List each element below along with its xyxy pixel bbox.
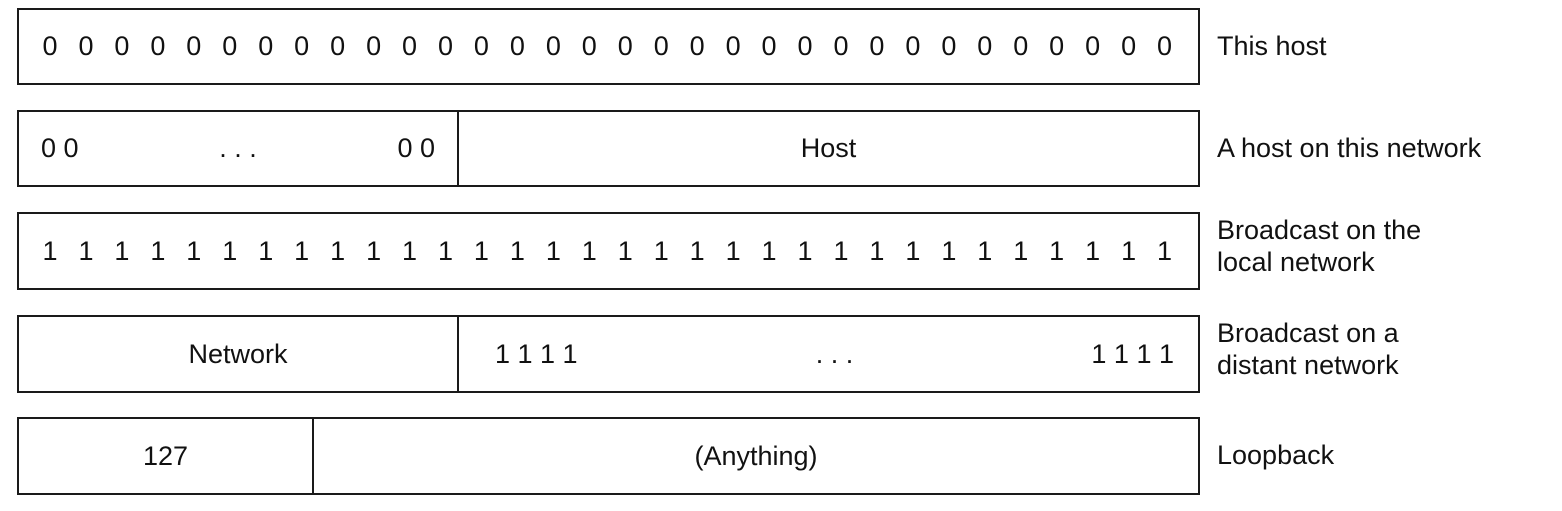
bit-digit: 0	[366, 31, 382, 61]
bit-digit: 0	[1157, 31, 1173, 61]
ones-ellipsis: . . .	[815, 338, 854, 369]
network-field-label: Network	[188, 338, 288, 369]
zeros-right: 0 0	[397, 133, 435, 163]
bit-digit: 0	[437, 31, 453, 61]
host-field: Host	[457, 112, 1198, 185]
label-broadcast-local-line1: Broadcast on the	[1217, 215, 1422, 245]
bit-digit: 1	[977, 235, 993, 266]
bit-digit: 1	[437, 235, 453, 266]
bit-digit: 1	[797, 235, 813, 266]
label-broadcast-distant: Broadcast on a distant network	[1217, 317, 1399, 381]
ones-right: 1 1 1 1	[1091, 338, 1174, 369]
bit-digit: 0	[150, 31, 166, 61]
label-broadcast-distant-line2: distant network	[1217, 350, 1399, 380]
bit-digit: 1	[581, 235, 597, 266]
network-field: Network	[19, 317, 457, 391]
bit-digit: 0	[258, 31, 274, 61]
bit-digit: 0	[186, 31, 202, 61]
bit-digit: 0	[941, 31, 957, 61]
label-host-on-this-network: A host on this network	[1217, 133, 1482, 163]
bit-digit: 0	[473, 31, 489, 61]
bit-digit: 1	[1049, 235, 1065, 266]
label-broadcast-local: Broadcast on the local network	[1217, 214, 1421, 278]
bit-digit: 1	[617, 235, 633, 266]
bit-digit: 1	[258, 235, 274, 266]
bit-digit: 0	[833, 31, 849, 61]
bit-digit: 1	[941, 235, 957, 266]
ones-left: 1 1 1 1	[495, 338, 578, 369]
bit-digit: 1	[1157, 235, 1173, 266]
bit-digit: 0	[581, 31, 597, 61]
bit-digit: 1	[114, 235, 130, 266]
address-box-broadcast-distant: Network 1 1 1 1 . . . 1 1 1 1	[17, 315, 1200, 393]
bit-digit: 0	[617, 31, 633, 61]
zeros-ellipsis: . . .	[219, 133, 257, 163]
bit-digit: 1	[509, 235, 525, 266]
bit-digit: 1	[761, 235, 777, 266]
bit-digit: 0	[977, 31, 993, 61]
bit-digit: 0	[1085, 31, 1101, 61]
bit-digit: 1	[78, 235, 94, 266]
bit-digit: 0	[1049, 31, 1065, 61]
bit-digit: 0	[1013, 31, 1029, 61]
bit-digit: 1	[294, 235, 310, 266]
bit-digit: 1	[1121, 235, 1137, 266]
label-broadcast-local-line2: local network	[1217, 247, 1375, 277]
bit-digit: 0	[78, 31, 94, 61]
loopback-network-field: 127	[19, 419, 312, 493]
loopback-anything-label: (Anything)	[694, 440, 818, 471]
bit-digit: 1	[150, 235, 166, 266]
host-field-label: Host	[800, 133, 857, 163]
bit-digit: 0	[689, 31, 705, 61]
host-ones-field: 1 1 1 1 . . . 1 1 1 1	[457, 317, 1198, 391]
bit-digit: 1	[905, 235, 921, 266]
bit-digit: 1	[689, 235, 705, 266]
bit-digit: 0	[294, 31, 310, 61]
bit-digit: 1	[725, 235, 741, 266]
bit-digit: 1	[222, 235, 238, 266]
bit-digit: 1	[653, 235, 669, 266]
bit-digit: 1	[833, 235, 849, 266]
bit-digit: 0	[653, 31, 669, 61]
bit-digit: 1	[545, 235, 561, 266]
label-this-host: This host	[1217, 31, 1327, 61]
bit-digit: 0	[869, 31, 885, 61]
bit-digit: 1	[869, 235, 885, 266]
address-box-loopback: 127 (Anything)	[17, 417, 1200, 495]
bit-digit: 0	[905, 31, 921, 61]
bit-digit: 1	[1085, 235, 1101, 266]
bit-digit: 0	[509, 31, 525, 61]
bit-digit: 0	[797, 31, 813, 61]
bit-digit: 0	[761, 31, 777, 61]
bit-digit: 0	[42, 31, 58, 61]
bit-digit: 1	[42, 235, 58, 266]
label-loopback: Loopback	[1217, 440, 1335, 470]
bit-digit: 1	[402, 235, 418, 266]
address-box-host-on-this-network: 0 0 . . . 0 0 Host	[17, 110, 1200, 187]
zeros-left: 0 0	[41, 133, 79, 163]
bit-digit: 0	[330, 31, 346, 61]
loopback-anything-field: (Anything)	[312, 419, 1198, 493]
loopback-network-label: 127	[142, 440, 189, 471]
bit-digit: 0	[114, 31, 130, 61]
bit-digit: 0	[222, 31, 238, 61]
bit-digit: 0	[545, 31, 561, 61]
bit-digit: 1	[366, 235, 382, 266]
bit-digit: 1	[1013, 235, 1029, 266]
bit-digit: 0	[725, 31, 741, 61]
bit-digit: 1	[330, 235, 346, 266]
bit-digit: 0	[1121, 31, 1137, 61]
network-zeros-field: 0 0 . . . 0 0	[19, 112, 457, 185]
label-broadcast-distant-line1: Broadcast on a	[1217, 318, 1399, 348]
bit-digit: 1	[186, 235, 202, 266]
bit-digit: 0	[402, 31, 418, 61]
bit-digit: 1	[473, 235, 489, 266]
